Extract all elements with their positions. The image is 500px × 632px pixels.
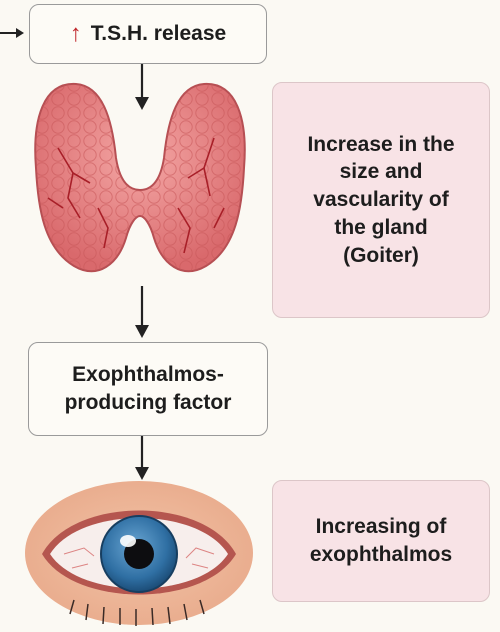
- down-arrow-3: [133, 436, 151, 482]
- tsh-release-label: T.S.H. release: [91, 22, 226, 46]
- eye-illustration: [24, 478, 254, 628]
- incoming-right-arrow: [0, 26, 26, 40]
- factor-line-2: producing factor: [65, 389, 232, 417]
- exophthalmos-effect-box: Increasing of exophthalmos: [272, 480, 490, 602]
- exoph-line-1: Increasing of: [310, 513, 452, 541]
- goiter-line-3: vascularity of: [307, 186, 454, 214]
- goiter-line-1: Increase in the: [307, 131, 454, 159]
- goiter-line-2: size and: [307, 158, 454, 186]
- exoph-line-2: exophthalmos: [310, 541, 452, 569]
- down-arrow-2: [133, 286, 151, 340]
- exophthalmos-factor-box: Exophthalmos- producing factor: [28, 342, 268, 436]
- goiter-effect-box: Increase in the size and vascularity of …: [272, 82, 490, 318]
- up-arrow-icon: ↑: [70, 20, 82, 48]
- goiter-line-4: the gland: [307, 214, 454, 242]
- factor-line-1: Exophthalmos-: [65, 361, 232, 389]
- thyroid-gland-illustration: [18, 78, 258, 288]
- tsh-release-box: ↑ T.S.H. release: [29, 4, 267, 64]
- goiter-line-5: (Goiter): [307, 242, 454, 270]
